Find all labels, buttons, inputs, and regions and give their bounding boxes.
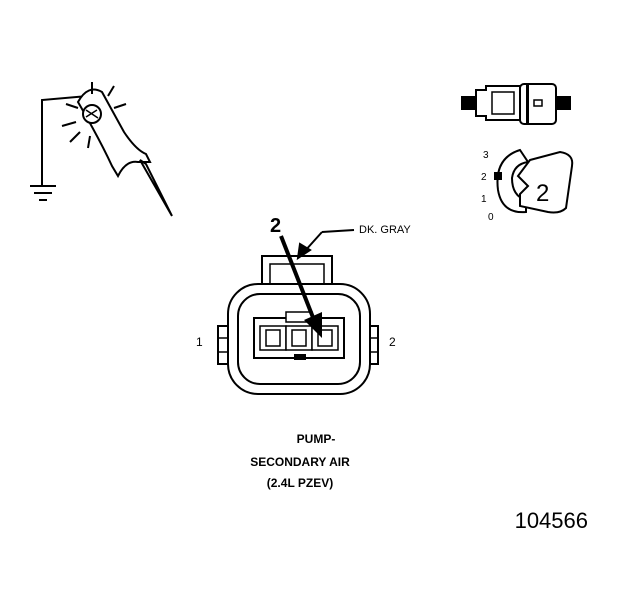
pin-callout-label: 2	[270, 215, 281, 237]
terminal-scale-label-3: 3	[483, 150, 489, 161]
figure-number: 104566	[515, 508, 588, 533]
terminal-position-number: 2	[536, 180, 549, 207]
wire-color-label: DK. GRAY	[359, 224, 411, 236]
terminal-scale-label-0: 0	[488, 212, 494, 223]
terminal-position-icon	[494, 148, 574, 214]
connector-side-label-right: 2	[389, 335, 396, 349]
wire-color-leader	[296, 229, 355, 261]
caption-line-2: SECONDARY AIR	[250, 455, 350, 469]
caption-line-1: PUMP-	[297, 432, 336, 446]
ground-symbol-icon	[30, 185, 56, 201]
pin-callout-arrow	[279, 235, 322, 338]
connector-body	[217, 255, 379, 395]
terminal-scale-label-1: 1	[481, 194, 487, 205]
test-light-probe-icon	[30, 82, 173, 217]
connector-side-label-left: 1	[196, 335, 203, 349]
terminal-scale-label-2: 2	[481, 172, 487, 183]
caption-line-3: (2.4L PZEV)	[267, 476, 333, 490]
terminal-side-view-icon	[461, 83, 571, 125]
